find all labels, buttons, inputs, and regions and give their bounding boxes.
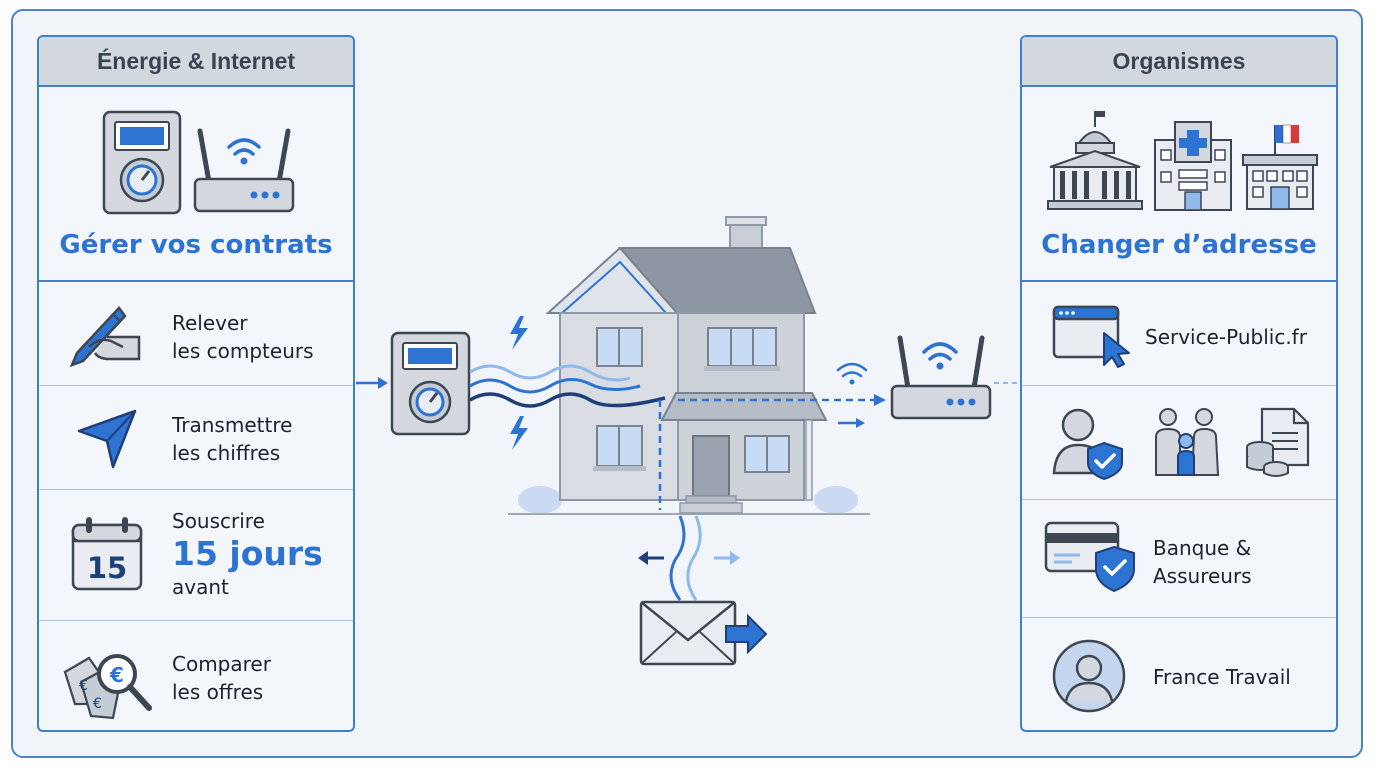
- list-item-compare-offers: Comparer les offres: [172, 652, 271, 704]
- family-icon: [1155, 408, 1220, 476]
- organizations-panel: Organismes: [1020, 35, 1338, 732]
- panel-header-organizations: Organismes: [1022, 37, 1336, 87]
- svg-text:€: €: [109, 663, 124, 687]
- energy-internet-panel: Énergie & Internet Gérer vos contrats Re…: [37, 35, 355, 732]
- fifteen-days-emphasis: 15 jours: [172, 534, 323, 573]
- service-public-label: Service-Public.fr: [1145, 325, 1307, 349]
- change-address-headline: Changer d’adresse: [1041, 230, 1317, 260]
- house-scene-illustration: [356, 216, 1018, 666]
- france-travail-label: France Travail: [1153, 665, 1291, 689]
- bank-insurers-label: Banque & Assureurs: [1153, 536, 1252, 588]
- envelope-icon: [639, 600, 768, 666]
- svg-text:15: 15: [87, 551, 127, 585]
- list-item-read-meters: Relever les compteurs: [172, 311, 314, 363]
- documents-coins-icon: [1246, 407, 1310, 477]
- town-hall-flag-icon: [1242, 124, 1318, 210]
- credit-card-shield-icon: [1044, 521, 1135, 593]
- svg-text:€: €: [79, 678, 88, 694]
- browser-cursor-icon: [1052, 305, 1130, 368]
- calendar-icon: 15: [71, 517, 143, 591]
- manage-contracts-headline: Gérer vos contrats: [59, 230, 333, 260]
- user-shield-icon: [1052, 408, 1123, 481]
- house-icon: [545, 216, 828, 514]
- hospital-icon: [1154, 121, 1232, 211]
- government-building-icon: [1047, 111, 1143, 210]
- list-item-subscribe: Souscrire 15 jours avant: [172, 509, 323, 599]
- list-item-transmit-figures: Transmettre les chiffres: [172, 413, 293, 465]
- electric-meter-icon: [390, 331, 471, 436]
- hand-writing-icon: [69, 306, 141, 368]
- lightning-icon: [510, 316, 528, 350]
- wifi-router-icon: [890, 335, 992, 420]
- user-avatar-icon: [1052, 639, 1126, 713]
- send-arrow-icon: [77, 409, 137, 469]
- svg-text:€: €: [93, 696, 102, 712]
- panel-header-energy: Énergie & Internet: [39, 37, 353, 87]
- electric-meter-icon: [102, 110, 182, 215]
- lightning-icon: [510, 416, 528, 450]
- price-tag-magnifier-icon: € € €: [63, 654, 152, 720]
- wifi-router-icon: [193, 128, 295, 213]
